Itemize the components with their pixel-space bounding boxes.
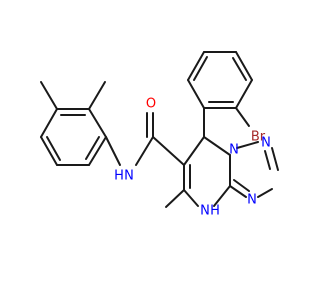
molecule-drawing: Br O N H N N N N H [40,51,279,219]
bond [235,79,253,109]
bond [264,150,271,170]
bond [85,136,100,160]
bond [187,51,205,81]
bond [152,136,185,166]
triazole-nitrogen-atom: N [247,193,257,208]
bond [183,189,199,207]
bond [193,56,208,81]
bond [88,81,106,110]
bond [165,189,185,208]
atom-symbol: O [146,97,156,112]
bond [203,136,231,156]
bond [232,57,247,81]
atom-symbol: N [200,204,210,219]
oxygen-atom: O [146,97,156,112]
bond [187,79,205,109]
bond [40,136,58,166]
bond [183,136,205,166]
bond [233,179,250,192]
ring-nh-nitrogen-atom: N H [200,204,220,219]
amide-nitrogen-atom: N H [114,169,134,184]
bond [235,51,253,81]
atom-label-layer: Br O N H N N N N H [114,97,271,219]
bromine-atom: Br [251,130,266,145]
hydrogen-label: H [114,169,124,184]
bond [257,188,273,198]
bond [46,136,61,161]
hydrogen-label: H [210,204,220,219]
bond-layer [40,51,279,208]
bond [88,136,107,166]
bond [40,108,58,138]
bond [135,136,154,166]
bond [40,81,58,110]
atom-symbol: N [261,136,271,151]
bridgehead-nitrogen-atom: N [229,143,239,158]
atom-symbol: N [247,193,257,208]
atom-symbol: Br [251,130,266,145]
bond [235,107,250,127]
bond [88,108,107,138]
bond [105,136,121,166]
atom-symbol: N [229,143,239,158]
bond [271,147,279,171]
bond [213,185,231,207]
triazole-nitrogen-atom: N [261,136,271,151]
bond [229,185,247,198]
structure-canvas: Br O N H N N N N H [40,51,279,219]
atom-symbol: N [124,169,134,184]
bond [236,141,259,149]
